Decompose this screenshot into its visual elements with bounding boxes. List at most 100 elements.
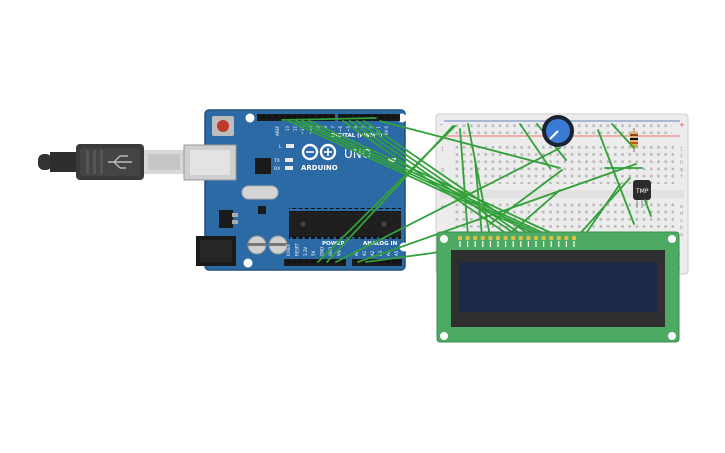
lcd-pin-header[interactable] bbox=[458, 236, 576, 247]
rx-label: RX bbox=[274, 166, 280, 172]
lcd-pin-label-mark bbox=[497, 241, 499, 247]
arduino-uno-board[interactable]: ARDUINO UNO DIGITAL (PWM~) POWER ANALOG … bbox=[183, 109, 409, 271]
wire[interactable] bbox=[349, 120, 519, 237]
pin-label: ~3 bbox=[361, 126, 366, 132]
aref-label: AREF bbox=[275, 125, 280, 136]
wire[interactable] bbox=[611, 123, 635, 149]
pin-label: RESET bbox=[294, 243, 299, 256]
lcd-pin[interactable] bbox=[458, 236, 462, 240]
wire[interactable] bbox=[281, 117, 377, 121]
crystal bbox=[241, 185, 279, 200]
wire[interactable] bbox=[474, 159, 483, 237]
pin-label: A1 bbox=[362, 250, 367, 256]
lcd-pin[interactable] bbox=[480, 236, 485, 240]
wire[interactable] bbox=[335, 147, 561, 263]
pin-label: GND bbox=[328, 247, 333, 256]
svg-text:h: h bbox=[680, 160, 683, 166]
pin-label: ~5 bbox=[346, 126, 351, 132]
wire[interactable] bbox=[363, 120, 534, 238]
wire[interactable] bbox=[644, 199, 652, 217]
lcd-display[interactable] bbox=[436, 231, 680, 343]
arduino-brand-label: ARDUINO bbox=[301, 164, 338, 172]
tx-label: TX bbox=[273, 158, 280, 164]
lcd-pin[interactable] bbox=[503, 236, 508, 240]
wire[interactable] bbox=[519, 123, 551, 169]
lcd-pin-label-mark bbox=[482, 241, 484, 247]
svg-text:g: g bbox=[441, 167, 444, 173]
pin-label: Vin bbox=[336, 249, 341, 256]
pin-label: 5V bbox=[311, 250, 316, 256]
lcd-pin-label-mark bbox=[527, 241, 529, 247]
lcd-pin[interactable] bbox=[511, 236, 516, 240]
svg-text:-: - bbox=[440, 121, 443, 129]
lcd-pin-label-mark bbox=[505, 241, 507, 247]
pin-label: A2 bbox=[370, 250, 375, 256]
svg-text:d: d bbox=[680, 211, 683, 217]
l-label: L bbox=[279, 144, 282, 150]
lcd-pin-label-mark bbox=[565, 241, 567, 247]
lcd-pin[interactable] bbox=[556, 236, 561, 240]
wire[interactable] bbox=[467, 123, 491, 237]
wire[interactable] bbox=[379, 120, 561, 169]
svg-text:+: + bbox=[679, 121, 685, 129]
lcd-pin[interactable] bbox=[526, 236, 531, 240]
svg-text:i: i bbox=[680, 153, 683, 159]
pin-label: RX 0 bbox=[384, 126, 389, 136]
svg-text:j: j bbox=[441, 146, 444, 152]
mount-hole bbox=[668, 332, 676, 340]
lcd-pin-label-mark bbox=[467, 241, 469, 247]
wire[interactable] bbox=[489, 169, 563, 225]
wire[interactable] bbox=[357, 163, 637, 263]
lcd-pin-label-mark bbox=[459, 241, 461, 247]
lcd-pin[interactable] bbox=[473, 236, 478, 240]
wire[interactable] bbox=[342, 120, 511, 237]
usb-cable-icon[interactable] bbox=[38, 144, 184, 180]
lcd-pin[interactable] bbox=[496, 236, 500, 240]
terminal-rows-top[interactable] bbox=[452, 144, 674, 184]
wire[interactable] bbox=[326, 125, 454, 263]
lcd-pin[interactable] bbox=[564, 236, 569, 240]
svg-text:b: b bbox=[680, 225, 683, 231]
pin-label: GND bbox=[320, 247, 325, 256]
wire[interactable] bbox=[586, 183, 621, 233]
pin-label: ~11 bbox=[300, 126, 305, 135]
lcd-pin-label-mark bbox=[558, 241, 560, 247]
wires[interactable] bbox=[281, 117, 652, 263]
lcd-pin-label-mark bbox=[512, 241, 514, 247]
pin-label: A0 bbox=[354, 250, 359, 256]
power-header-label: POWER bbox=[322, 241, 346, 247]
wire[interactable] bbox=[365, 251, 441, 263]
mount-hole bbox=[243, 258, 253, 268]
lcd-pin[interactable] bbox=[465, 236, 470, 240]
wire[interactable] bbox=[597, 129, 635, 225]
lcd-pin[interactable] bbox=[518, 236, 523, 240]
mount-hole bbox=[668, 235, 676, 243]
lcd-pin[interactable] bbox=[488, 236, 493, 240]
potentiometer-icon[interactable] bbox=[542, 115, 574, 147]
svg-text:e: e bbox=[680, 204, 683, 210]
lcd-pin-label-mark bbox=[535, 241, 537, 247]
pin-label: ~6 bbox=[338, 126, 343, 132]
pin-label: 7 bbox=[331, 126, 336, 129]
pin-label: 13 bbox=[285, 126, 290, 132]
usb-chip bbox=[255, 158, 271, 174]
pin-label: A5 bbox=[394, 250, 399, 256]
mount-hole bbox=[245, 113, 255, 123]
lcd-pin[interactable] bbox=[534, 236, 538, 240]
pin-label: 2 bbox=[369, 126, 374, 129]
lcd-pin-label-mark bbox=[474, 241, 476, 247]
svg-text:a: a bbox=[680, 232, 683, 238]
lcd-pin-label-mark bbox=[543, 241, 545, 247]
lcd-pin[interactable] bbox=[541, 236, 546, 240]
sensor-label: TMP bbox=[635, 188, 649, 195]
wire[interactable] bbox=[504, 189, 561, 239]
svg-text:j: j bbox=[680, 146, 683, 152]
pin-label: A4 bbox=[386, 250, 391, 256]
digital-header-label: DIGITAL (PWM~) bbox=[331, 133, 383, 139]
pin-label: 3.3V bbox=[303, 247, 308, 256]
wire[interactable] bbox=[459, 128, 469, 237]
lcd-pin[interactable] bbox=[549, 236, 554, 240]
lcd-pin[interactable] bbox=[572, 236, 576, 240]
